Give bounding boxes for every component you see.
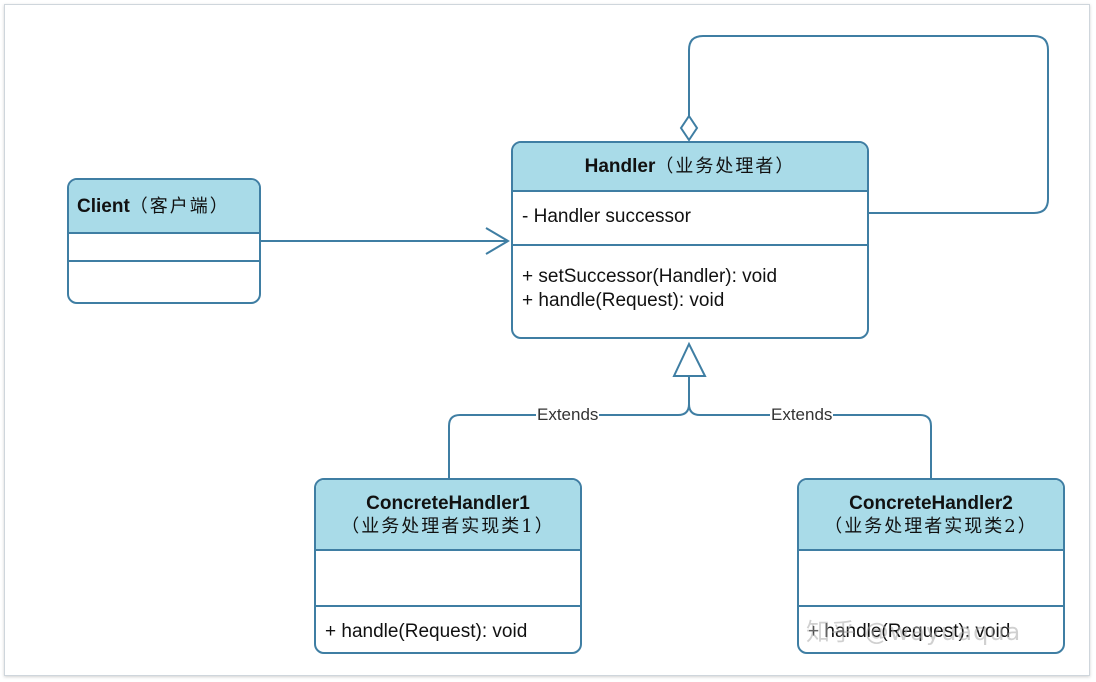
class-client-subtitle: （客户端）: [129, 195, 230, 217]
class-concrete-handler-1[interactable]: ConcreteHandler1 （业务处理者实现类1） + handle(Re…: [314, 478, 582, 654]
class-handler-subtitle: （业务处理者）: [655, 156, 796, 177]
class-handler-title: Handler: [584, 156, 656, 177]
class-handler-methods: + setSuccessor(Handler): void + handle(R…: [513, 246, 867, 337]
class-concrete-handler-2[interactable]: ConcreteHandler2 （业务处理者实现类2） + handle(Re…: [797, 478, 1065, 654]
class-concrete-handler-2-subtitle: （业务处理者实现类2）: [824, 515, 1038, 537]
association-client-handler: [260, 227, 510, 255]
method-handle-1: + handle(Request): void: [325, 621, 528, 642]
class-client-header: Client （客户端）: [69, 180, 259, 234]
method-handle-2: + handle(Request): void: [808, 621, 1011, 642]
class-concrete-handler-2-attributes: [799, 551, 1063, 607]
class-client-methods: [69, 262, 259, 302]
attribute-successor: - Handler successor: [522, 206, 691, 227]
watermark: 知乎 @wayuaqua: [806, 618, 1022, 646]
edge-label-extends-right: Extends: [770, 405, 834, 425]
class-handler-header: Handler （业务处理者）: [513, 143, 867, 192]
class-concrete-handler-2-methods: + handle(Request): void: [799, 607, 1063, 652]
class-concrete-handler-1-header: ConcreteHandler1 （业务处理者实现类1）: [316, 480, 580, 551]
class-handler-attributes: - Handler successor: [513, 192, 867, 246]
class-client[interactable]: Client （客户端）: [67, 178, 261, 304]
method-handle: + handle(Request): void: [522, 290, 725, 311]
class-concrete-handler-1-title: ConcreteHandler1: [366, 492, 530, 514]
method-set-successor: + setSuccessor(Handler): void: [522, 266, 778, 287]
edge-label-extends-left: Extends: [536, 405, 600, 425]
generalization-tree: [448, 341, 932, 478]
aggregation-self-successor: [679, 35, 1049, 214]
class-concrete-handler-2-header: ConcreteHandler2 （业务处理者实现类2）: [799, 480, 1063, 551]
class-client-attributes: [69, 234, 259, 262]
class-concrete-handler-1-methods: + handle(Request): void: [316, 607, 580, 652]
class-client-title: Client: [77, 195, 130, 217]
class-concrete-handler-1-attributes: [316, 551, 580, 607]
class-concrete-handler-1-subtitle: （业务处理者实现类1）: [341, 515, 555, 537]
class-handler[interactable]: Handler （业务处理者） - Handler successor + se…: [511, 141, 869, 339]
class-concrete-handler-2-title: ConcreteHandler2: [849, 492, 1013, 514]
